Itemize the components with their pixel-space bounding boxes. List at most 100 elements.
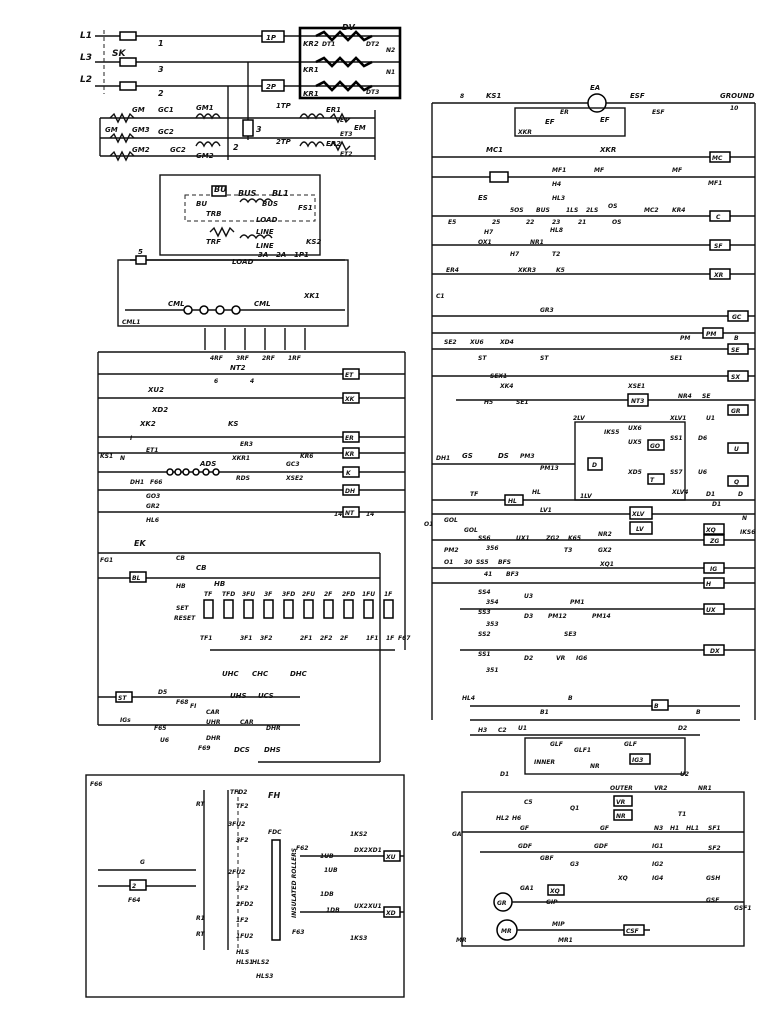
- rm-st2: ST: [540, 355, 549, 362]
- rt-ox1: OX1: [478, 239, 492, 246]
- rm-bfs: BFS: [498, 559, 511, 566]
- rt-21: 21: [578, 219, 586, 226]
- rm-pm13: PM13: [540, 465, 559, 472]
- relay-2rf: 2RF: [262, 355, 276, 362]
- rl-gsf: GSF: [706, 897, 720, 904]
- right-lower-section: HL4 B B1 B B H3 C2 U1 D2 GLF GLF1 GLF IG…: [452, 695, 752, 947]
- brake-trf-label: TRF: [206, 238, 221, 246]
- rm-1lv: 1LV: [580, 493, 593, 500]
- brake-bl1-label: BL1: [272, 189, 289, 198]
- rm-lv1: LV1: [540, 507, 552, 514]
- brake-line-label: LINE: [256, 228, 274, 236]
- brake-section: BU BUS BL1 BU BUS FS1 TRB LOAD TRF LINE …: [159, 174, 321, 266]
- rl-gf2: GF: [600, 825, 610, 832]
- coil-pm-label: PM: [706, 331, 716, 338]
- et1-label: ET1: [146, 447, 158, 454]
- call-tf1: TF1: [200, 635, 212, 642]
- hatch-3f2: 3F2: [236, 837, 248, 844]
- rm-xse1: XSE1: [627, 383, 645, 390]
- hatch-rt2: RT: [196, 931, 205, 938]
- n-label: N: [120, 455, 125, 462]
- coil-lv-label: LV: [636, 526, 645, 533]
- cb2-label: CB: [196, 564, 206, 572]
- brake-trb-label: TRB: [206, 210, 222, 218]
- rl-inner: INNER: [534, 759, 555, 766]
- protector-1p: [261, 30, 285, 43]
- rm-nr4: NR4: [678, 393, 692, 400]
- rt-esf2: ESF: [652, 109, 665, 116]
- rt-xkr: XKR: [517, 129, 532, 136]
- rm-gx2: GX2: [598, 547, 612, 554]
- hatch-hls1: HLS1: [236, 959, 253, 966]
- i-label: I: [130, 435, 133, 442]
- rl-vr: VR: [616, 799, 626, 806]
- field-er1-label: ER1: [326, 106, 341, 114]
- hatch-dx2: DX2: [354, 847, 368, 854]
- rm-ss1b: SS1: [478, 651, 491, 658]
- rl-n3: N3: [654, 825, 663, 832]
- hatch-xkc: G: [140, 859, 145, 866]
- protector-2p-label: 2P: [266, 83, 277, 91]
- rl-sf1: SF1: [708, 825, 721, 832]
- hatch-ux2: UX2: [354, 903, 368, 910]
- relay-4rf: 4RF: [210, 355, 224, 362]
- hatch-1ks3: 1KS3: [350, 935, 367, 942]
- coil-b-label: B: [654, 703, 659, 710]
- ll-dcs: DCS: [234, 746, 250, 754]
- coil-go-label: XQ: [705, 527, 716, 534]
- rt-8: 8: [460, 93, 464, 100]
- ll-fi: FI: [190, 703, 197, 710]
- ll-f69: F69: [198, 745, 210, 752]
- rm-ss2: SS2: [478, 631, 491, 638]
- hatch-2fd2: 2FD2: [236, 901, 253, 908]
- rt-2ls: 2LS: [586, 207, 598, 214]
- rl-mr: MR: [456, 937, 467, 944]
- coil-xq-label: H: [706, 581, 711, 588]
- field-wire-2: 2: [233, 143, 239, 152]
- rt-25: 25: [492, 219, 500, 226]
- rl-glf: GLF: [550, 741, 564, 748]
- rm-se: SE: [702, 393, 711, 400]
- coil-ig-label: DX: [710, 648, 720, 655]
- rl-gr-motor: GR: [497, 900, 507, 907]
- coil-xu-label: XU: [385, 854, 396, 861]
- field-et3-label: ET3: [340, 131, 352, 138]
- rm-tf: TF: [470, 491, 479, 498]
- motor-ea: [587, 93, 607, 113]
- field-wire-3: 3: [256, 125, 262, 134]
- rm-hl: HL: [508, 498, 517, 505]
- rm-xd4: XD4: [499, 339, 514, 346]
- rt-xkr2: XKR: [599, 146, 616, 154]
- cml-panel-section: 5 CML CML XK1 CML1 4RF 3RF 2RF 1RF: [117, 248, 349, 362]
- contact-xk1-label: XK1: [303, 292, 320, 300]
- hatch-f62: F62: [296, 845, 308, 852]
- rl-h1: H1: [670, 825, 679, 832]
- coil-gm1-label: GM1: [196, 104, 214, 112]
- rl-mr-motor: MR: [501, 928, 512, 935]
- rl-ga1: GA1: [520, 885, 534, 892]
- rt-mc1: MC1: [486, 146, 503, 154]
- rl-c5: C5: [524, 799, 533, 806]
- rm-st: ST: [478, 355, 487, 362]
- field-em-label: EM: [354, 124, 366, 132]
- brake-2a-label: 2A: [276, 251, 286, 259]
- rt-ks1: KS1: [486, 92, 501, 100]
- hatch-hls: HLS: [236, 949, 249, 956]
- coil-kr-label: KR: [345, 451, 355, 458]
- brake-3a-label: 3A: [258, 251, 268, 259]
- hatch-2f2: 2F2: [236, 885, 248, 892]
- contact-gc2b-label: GC2: [170, 146, 186, 154]
- line-l1-label: L1: [80, 31, 92, 41]
- brake-ks2-label: KS2: [306, 238, 321, 246]
- rm-u6: U6: [698, 469, 707, 476]
- hatch-hls2: HLS2: [252, 959, 269, 966]
- cml-5-label: 5: [138, 248, 143, 256]
- ll-f65: F65: [154, 725, 166, 732]
- lead-dt3: DT3: [366, 89, 379, 96]
- hatch-f63: F63: [292, 929, 304, 936]
- rm-354: 354: [486, 599, 499, 606]
- right-mid-section: PM SE2 XU6 XD4 PM B SE ST ST SE1 SEX1 SX…: [424, 327, 755, 674]
- cb-label: CB: [176, 555, 185, 562]
- coil-d-label: Q: [734, 479, 739, 486]
- rm-pm14: PM14: [592, 613, 611, 620]
